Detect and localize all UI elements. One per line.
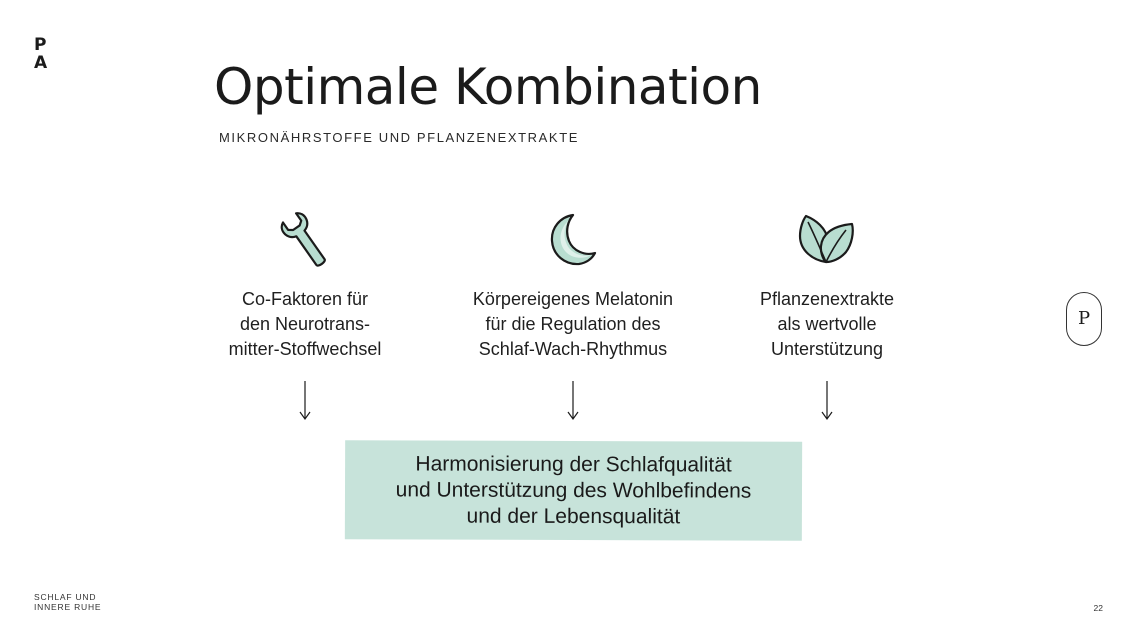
wrench-icon xyxy=(185,205,425,275)
column-line: als wertvolle xyxy=(777,314,877,334)
leaves-icon xyxy=(707,205,947,275)
result-box: Harmonisierung der Schlafqualität und Un… xyxy=(344,440,803,541)
page-number: 22 xyxy=(1093,603,1103,613)
column-line: den Neurotrans- xyxy=(239,314,371,334)
arrow-down-icon xyxy=(707,380,947,422)
column-line: Schlaf-Wach-Rhythmus xyxy=(478,339,668,359)
column-text: Co-Faktoren für den Neurotrans- mitter-S… xyxy=(185,287,425,362)
column-line: für die Regulation des xyxy=(485,314,661,334)
moon-icon xyxy=(453,205,693,275)
column-text: Pflanzenextrakte als wertvolle Unterstüt… xyxy=(707,287,947,362)
column-cofactors: Co-Faktoren für den Neurotrans- mitter-S… xyxy=(185,205,425,422)
footer-section-label: SCHLAF UND INNERE RUHE xyxy=(34,592,101,612)
logo-letter-a: A xyxy=(34,53,48,73)
page-subtitle: MIKRONÄHRSTOFFE UND PFLANZENEXTRAKTE xyxy=(219,130,580,145)
column-plant-extracts: Pflanzenextrakte als wertvolle Unterstüt… xyxy=(707,205,947,422)
result-line: Harmonisierung der Schlafqualität xyxy=(415,451,732,477)
column-line: mitter-Stoffwechsel xyxy=(228,339,382,359)
column-line: Unterstützung xyxy=(770,339,884,359)
page-title: Optimale Kombination xyxy=(214,58,762,116)
seal-letter: P xyxy=(1077,308,1091,329)
column-line: Co-Faktoren für xyxy=(241,289,369,309)
result-text: Harmonisierung der Schlafqualität und Un… xyxy=(396,451,752,530)
footer-line: INNERE RUHE xyxy=(34,602,102,612)
column-text: Körpereigenes Melatonin für die Regulati… xyxy=(453,287,693,362)
arrow-down-icon xyxy=(185,380,425,422)
logo-letter-p: P xyxy=(34,35,47,55)
academy-seal-logo: P xyxy=(1066,292,1102,346)
footer-line: SCHLAF UND xyxy=(34,592,97,602)
result-line: und Unterstützung des Wohlbefindens xyxy=(395,477,752,503)
arrow-down-icon xyxy=(453,380,693,422)
result-line: und der Lebensqualität xyxy=(466,504,681,528)
column-line: Körpereigenes Melatonin xyxy=(472,289,674,309)
brand-logo: P A xyxy=(34,36,47,72)
column-line: Pflanzenextrakte xyxy=(759,289,895,309)
column-melatonin: Körpereigenes Melatonin für die Regulati… xyxy=(453,205,693,422)
